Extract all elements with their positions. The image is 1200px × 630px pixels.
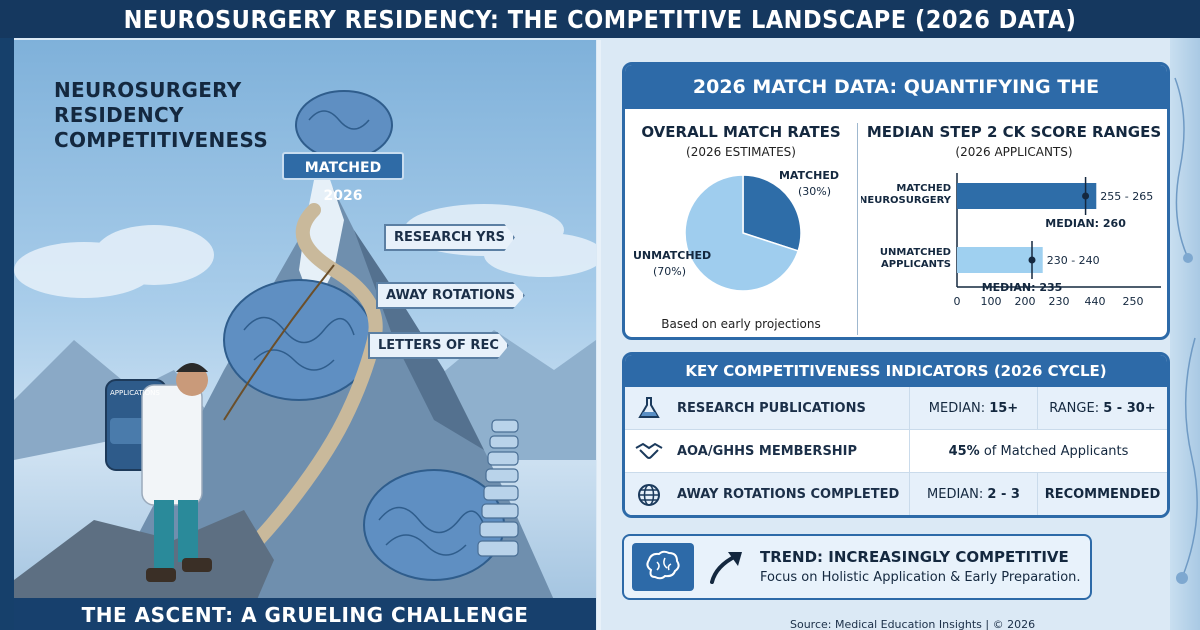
x-tick-label: 0 (954, 295, 961, 308)
pie-title: OVERALL MATCH RATES (641, 123, 841, 141)
bar-subtitle: (2026 APPLICANTS) (955, 145, 1073, 159)
panel-divider (597, 40, 601, 630)
globe-icon (625, 473, 673, 515)
backpack-label: APPLICATIONS (110, 389, 160, 397)
indicator-range: RANGE: 5 - 30+ (1037, 386, 1167, 430)
pie-chart: MATCHED (30%) UNMATCHED (70%) (633, 169, 839, 292)
match-data-card: 2026 MATCH DATA: QUANTIFYING THE COMPETI… (622, 62, 1170, 340)
x-tick-label: 100 (981, 295, 1002, 308)
x-tick-label: 230 (1049, 295, 1070, 308)
pie-subtitle: (2026 ESTIMATES) (686, 145, 796, 159)
pie-label-matched: MATCHED (779, 169, 839, 182)
median-value: 15+ (989, 400, 1019, 416)
median-prefix: MEDIAN: (928, 400, 990, 416)
indicator-median: MEDIAN: 15+ (909, 386, 1037, 430)
category-label: UNMATCHED (880, 247, 951, 258)
x-tick-label: 440 (1085, 295, 1106, 308)
range-label: 230 - 240 (1047, 254, 1100, 267)
category-label: NEUROSURGERY (861, 195, 952, 206)
source-note: Source: Medical Education Insights | © 2… (790, 618, 1036, 630)
flask-icon (625, 387, 673, 430)
sign-letters-of-rec: LETTERS OF REC (368, 332, 509, 359)
range-prefix: RANGE: (1049, 400, 1104, 416)
page-title: NEUROSURGERY RESIDENCY: THE COMPETITIVE … (123, 4, 1077, 34)
category-label: MATCHED (896, 183, 951, 194)
median-marker (1028, 256, 1036, 264)
indicators-card: KEY COMPETITIVENESS INDICATORS (2026 CYC… (622, 352, 1170, 518)
illustration-title: NEUROSURGERY RESIDENCY COMPETITIVENESS (54, 78, 284, 153)
illustration-caption: THE ASCENT: A GRUELING CHALLENGE (14, 598, 596, 630)
bar-matched (957, 183, 1097, 209)
value-bold: 45% (948, 443, 980, 459)
pie-note: Based on early projections (661, 317, 821, 331)
x-tick-label: 250 (1123, 295, 1144, 308)
illustration-title-line-1: NEUROSURGERY (54, 78, 242, 102)
indicator-name: AWAY ROTATIONS COMPLETED (677, 487, 900, 502)
range-value: 5 - 30+ (1103, 400, 1156, 416)
summit-banner: MATCHED 2026 (282, 152, 404, 204)
title-banner: NEUROSURGERY RESIDENCY: THE COMPETITIVE … (0, 0, 1200, 38)
pie-slice-matched (742, 174, 802, 252)
pie-label-unmatched: UNMATCHED (633, 249, 711, 262)
pie-pct-matched: (30%) (798, 185, 831, 198)
indicators-title: KEY COMPETITIVENESS INDICATORS (2026 CYC… (625, 355, 1167, 387)
indicator-value: 45% of Matched Applicants (909, 429, 1167, 473)
mountain-illustration: APPLICATIONS NEUROSURGERY RESIDENCY COMP… (14, 40, 596, 630)
indicator-name: RESEARCH PUBLICATIONS (677, 400, 866, 416)
median-prefix: MEDIAN: (927, 487, 988, 502)
category-label: APPLICANTS (881, 259, 951, 270)
trend-arrow-icon (710, 552, 742, 584)
sign-research-years: RESEARCH YRS (384, 224, 515, 251)
right-frame-decoration (1170, 38, 1200, 630)
indicators-table: RESEARCH PUBLICATIONS MEDIAN: 15+ RANGE:… (625, 386, 1167, 515)
illustration-title-line-2: RESIDENCY (54, 103, 184, 127)
indicator-median: MEDIAN: 2 - 3 (909, 473, 1037, 515)
sign-away-rotations: AWAY ROTATIONS (376, 282, 525, 309)
bar-title: MEDIAN STEP 2 CK SCORE RANGES (866, 123, 1162, 141)
indicator-status: RECOMMENDED (1037, 473, 1167, 515)
x-tick-label: 200 (1015, 295, 1036, 308)
indicator-row-aoa: AOA/GHHS MEMBERSHIP 45% of Matched Appli… (625, 429, 1167, 473)
pie-pct-unmatched: (70%) (653, 265, 686, 278)
median-marker (1082, 192, 1090, 200)
range-label: 255 - 265 (1100, 190, 1153, 203)
pie-slice-unmatched (684, 174, 800, 292)
indicator-name: AOA/GHHS MEMBERSHIP (677, 443, 858, 459)
median-label: MEDIAN: 260 (1045, 217, 1126, 230)
trend-title: TREND: INCREASINGLY COMPETITIVE (760, 548, 1069, 566)
indicator-row-away: AWAY ROTATIONS COMPLETED MEDIAN: 2 - 3 R… (625, 473, 1167, 515)
trend-text: Focus on Holistic Application & Early Pr… (760, 570, 1081, 585)
left-frame-decoration (0, 38, 14, 630)
indicator-row-research: RESEARCH PUBLICATIONS MEDIAN: 15+ RANGE:… (625, 386, 1167, 430)
median-value: 2 - 3 (987, 487, 1020, 502)
trend-card: TREND: INCREASINGLY COMPETITIVE Focus on… (622, 534, 1092, 600)
match-data-title: 2026 MATCH DATA: QUANTIFYING THE COMPETI… (625, 65, 1167, 142)
handshake-icon (625, 430, 673, 473)
median-label: MEDIAN: 235 (982, 281, 1063, 294)
bar-unmatched (957, 247, 1043, 273)
chart-divider (857, 123, 858, 335)
illustration-title-line-3: COMPETITIVENESS (54, 128, 269, 152)
brain-icon (632, 543, 694, 591)
value-rest: of Matched Applicants (979, 443, 1129, 459)
